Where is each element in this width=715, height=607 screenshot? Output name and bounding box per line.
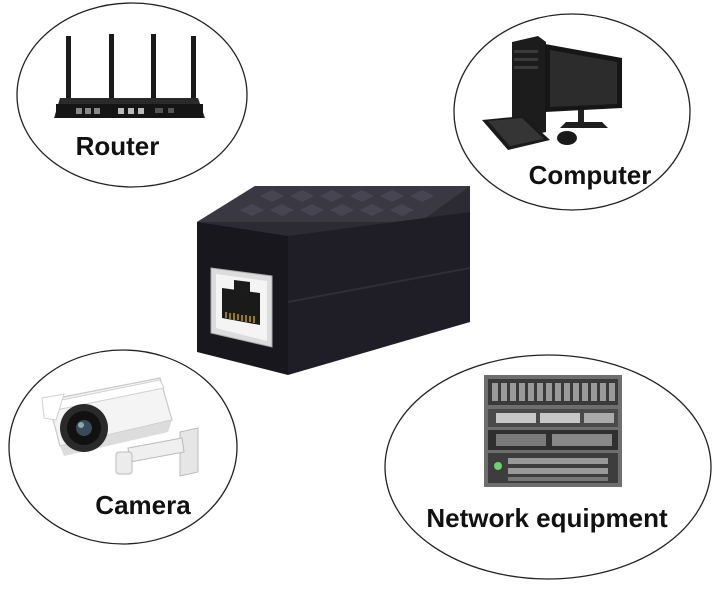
camera-bubble	[8, 349, 238, 545]
camera-label: Camera	[95, 490, 191, 520]
computer-label: Computer	[528, 160, 652, 190]
computer-icon	[482, 36, 622, 150]
network-equipment-label: Network equipment	[426, 503, 668, 533]
router-label: Router	[75, 131, 160, 161]
network-equipment-bubble	[384, 354, 712, 580]
rj45-coupler-icon	[197, 186, 471, 375]
camera-icon	[41, 377, 199, 477]
computer-bubble	[453, 13, 691, 211]
server-rack-icon	[484, 375, 622, 487]
router-icon	[54, 34, 205, 118]
router-bubble	[16, 2, 248, 188]
